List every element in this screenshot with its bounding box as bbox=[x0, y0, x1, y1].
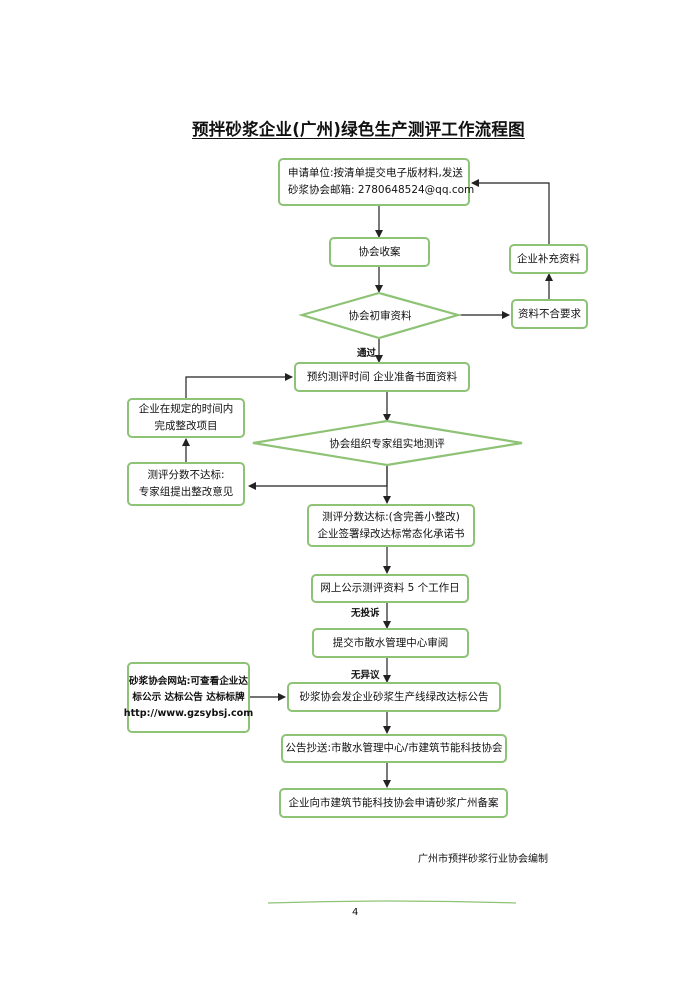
submit-label: 提交市散水管理中心审阅 bbox=[332, 636, 449, 649]
reject-label: 资料不合要求 bbox=[518, 307, 581, 320]
filing-label: 企业向市建筑节能科技协会申请砂浆广州备案 bbox=[288, 796, 499, 809]
schedule-box: 预约测评时间 企业准备书面资料 bbox=[294, 362, 470, 392]
receive-box: 协会收案 bbox=[329, 237, 430, 267]
reject-box: 资料不合要求 bbox=[511, 299, 588, 329]
footer-note: 广州市预拌砂浆行业协会编制 bbox=[418, 854, 548, 865]
review-label: 协会初审资料 bbox=[348, 310, 412, 322]
review-diamond bbox=[298, 291, 463, 340]
publicize-box: 网上公示测评资料 5 个工作日 bbox=[311, 574, 469, 603]
schedule-label: 预约测评时间 企业准备书面资料 bbox=[306, 370, 458, 383]
filing-box: 企业向市建筑节能科技协会申请砂浆广州备案 bbox=[279, 788, 508, 818]
supplement-label: 企业补充资料 bbox=[517, 252, 580, 265]
edge-label-passed: 通过 bbox=[357, 348, 377, 359]
rectify-line-2: 完成整改项目 bbox=[154, 420, 218, 432]
apply-line-1: 申请单位:按清单提交电子版材料,发送 bbox=[288, 167, 463, 179]
receive-label: 协会收案 bbox=[358, 245, 401, 258]
submit-box: 提交市散水管理中心审阅 bbox=[312, 628, 469, 658]
announce-box: 砂浆协会发企业砂浆生产线绿改达标公告 bbox=[287, 682, 501, 712]
evaluate-label: 协会组织专家组实地测评 bbox=[329, 438, 445, 450]
edge-label-no-complaint: 无投诉 bbox=[351, 608, 380, 619]
evaluate-diamond bbox=[252, 419, 523, 467]
fail-line-1: 测评分数不达标: bbox=[147, 469, 225, 481]
website-box: 砂浆协会网站:可查看企业达 标公示 达标公告 达标标牌 http://www.g… bbox=[124, 662, 253, 733]
cc-box: 公告抄送:市散水管理中心/市建筑节能科技协会 bbox=[281, 734, 507, 763]
rectify-line-1: 企业在规定的时间内 bbox=[138, 403, 234, 415]
page-title: 预拌砂浆企业(广州)绿色生产测评工作流程图 bbox=[192, 120, 525, 139]
website-line-1: 砂浆协会网站:可查看企业达 bbox=[129, 675, 248, 687]
pass-line-2: 企业签署绿改达标常态化承诺书 bbox=[317, 527, 465, 540]
page-number: 4 bbox=[352, 907, 359, 918]
fail-line-2: 专家组提出整改意见 bbox=[138, 486, 234, 498]
publicize-label: 网上公示测评资料 5 个工作日 bbox=[320, 582, 460, 594]
pass-line-1: 测评分数达标:(含完善小整改) bbox=[322, 510, 460, 523]
supplement-box: 企业补充资料 bbox=[509, 244, 588, 274]
cc-label: 公告抄送:市散水管理中心/市建筑节能科技协会 bbox=[285, 742, 503, 754]
apply-box: 申请单位:按清单提交电子版材料,发送 砂浆协会邮箱: 2780648524@qq… bbox=[278, 158, 474, 206]
footer-rule bbox=[267, 900, 517, 904]
apply-line-2: 砂浆协会邮箱: 2780648524@qq.com bbox=[288, 184, 475, 196]
website-line-3: http://www.gzsybsj.com bbox=[123, 707, 254, 719]
rectify-box: 企业在规定的时间内 完成整改项目 bbox=[127, 398, 245, 438]
announce-label: 砂浆协会发企业砂浆生产线绿改达标公告 bbox=[299, 690, 489, 703]
edge-label-no-objection: 无异议 bbox=[351, 670, 380, 681]
fail-box: 测评分数不达标: 专家组提出整改意见 bbox=[127, 462, 245, 506]
pass-box: 测评分数达标:(含完善小整改) 企业签署绿改达标常态化承诺书 bbox=[307, 504, 475, 547]
website-line-2: 标公示 达标公告 达标标牌 bbox=[132, 691, 245, 703]
